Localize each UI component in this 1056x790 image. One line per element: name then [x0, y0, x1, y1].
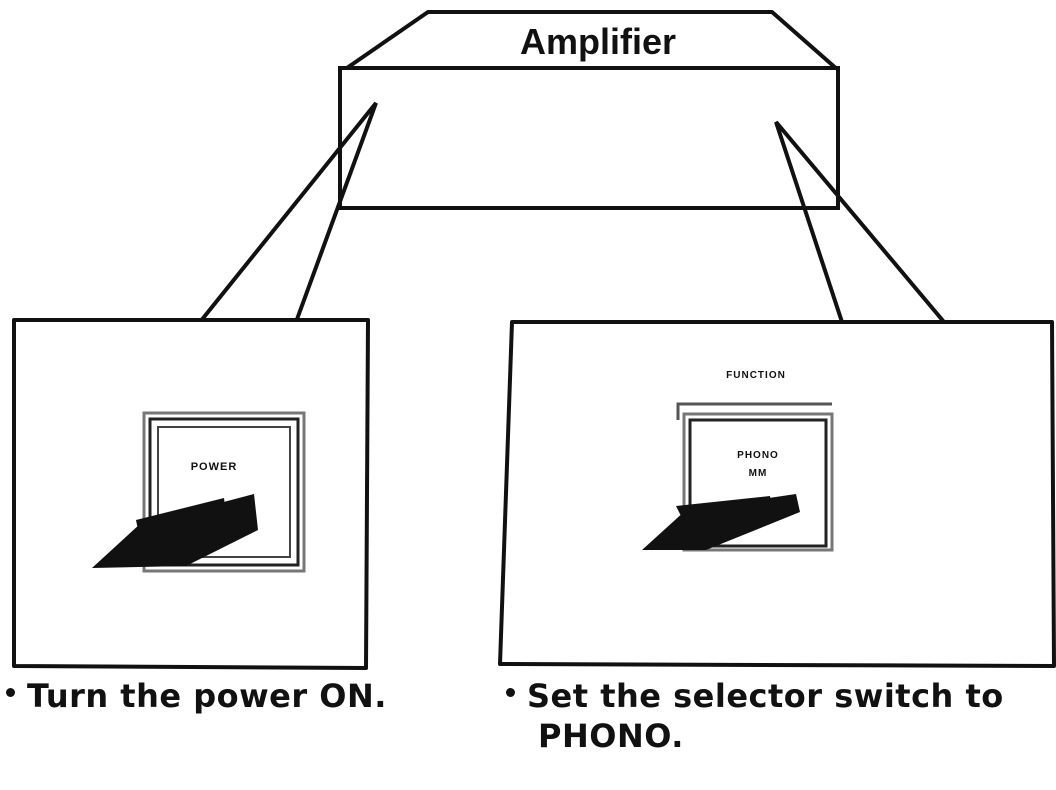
- right-caption: Set the selector switch to PHONO.: [506, 676, 1054, 756]
- bullet-icon: [506, 687, 515, 697]
- selector-instruction-line2: PHONO.: [538, 717, 684, 755]
- left-caption: Turn the power ON.: [6, 676, 486, 716]
- mm-button-label: MM: [749, 468, 768, 479]
- function-label: FUNCTION: [726, 370, 786, 381]
- phono-button-label: PHONO: [737, 450, 779, 461]
- power-button-label: POWER: [191, 461, 238, 473]
- amplifier-body: [338, 66, 840, 210]
- right-callout-line: [774, 120, 946, 324]
- function-group-bracket: [676, 402, 832, 420]
- selector-instruction-line1: Set the selector switch to: [527, 677, 1004, 715]
- power-instruction: Turn the power ON.: [27, 677, 387, 715]
- bullet-icon: [6, 687, 15, 697]
- amplifier-title: Amplifier: [520, 21, 676, 62]
- left-callout-line: [198, 101, 378, 324]
